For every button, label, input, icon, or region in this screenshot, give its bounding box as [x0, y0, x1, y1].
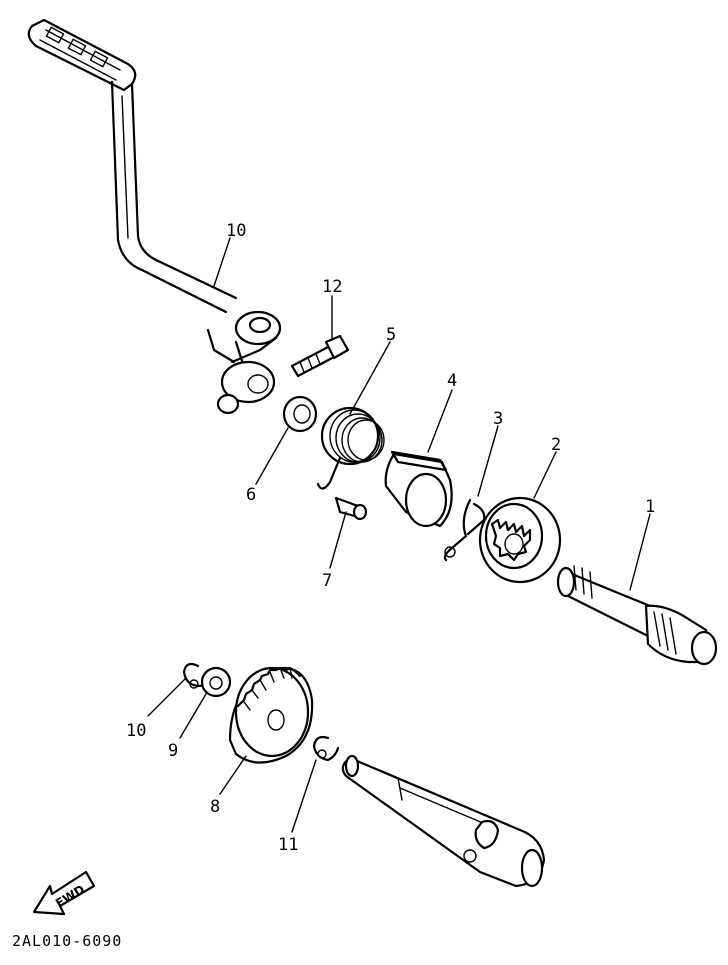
leader-4 — [427, 389, 453, 453]
callout-1: 1 — [645, 497, 655, 517]
callout-2: 2 — [551, 435, 561, 455]
callout-labels: 10 12 5 4 3 2 1 6 7 10 9 8 11 — [126, 221, 655, 855]
bolt-part — [290, 334, 350, 378]
spring-guide-part — [384, 450, 453, 528]
leader-9 — [179, 693, 207, 739]
callout-12: 12 — [322, 277, 342, 297]
leader-10b — [291, 759, 317, 833]
leader-1 — [629, 513, 651, 591]
callout-9: 9 — [168, 741, 178, 761]
callout-7: 7 — [322, 571, 332, 591]
leader-5 — [349, 341, 391, 415]
leader-10a — [147, 677, 187, 717]
leader-11 — [213, 237, 231, 287]
ratchet-wheel-part — [478, 496, 562, 584]
leader-lines — [147, 237, 651, 833]
callout-5: 5 — [386, 325, 396, 345]
leader-6 — [255, 427, 289, 485]
leader-3 — [477, 425, 499, 497]
leader-8 — [219, 755, 247, 795]
callout-11: 10 — [226, 221, 246, 241]
callout-8: 8 — [210, 797, 220, 817]
callout-10a: 10 — [126, 721, 146, 741]
torsion-spring-part — [316, 406, 385, 490]
callout-3: 3 — [493, 409, 503, 429]
leader-7 — [329, 511, 347, 569]
kick-crank-part — [27, 18, 282, 415]
pin-part — [334, 496, 368, 521]
kick-axle-part — [556, 565, 718, 666]
callout-6: 6 — [246, 485, 256, 505]
diagram-code: 2AL010-6090 — [12, 932, 122, 950]
circlip-lower-part — [312, 735, 340, 762]
leader-2 — [533, 451, 557, 499]
kick-shaft-part — [341, 754, 546, 888]
fwd-arrow-icon: FWD — [32, 870, 96, 916]
collar-part — [282, 395, 318, 433]
kick-gear-part — [228, 666, 314, 764]
washer-part — [200, 666, 232, 698]
callout-4: 4 — [447, 371, 457, 391]
callout-10b: 11 — [278, 835, 298, 855]
